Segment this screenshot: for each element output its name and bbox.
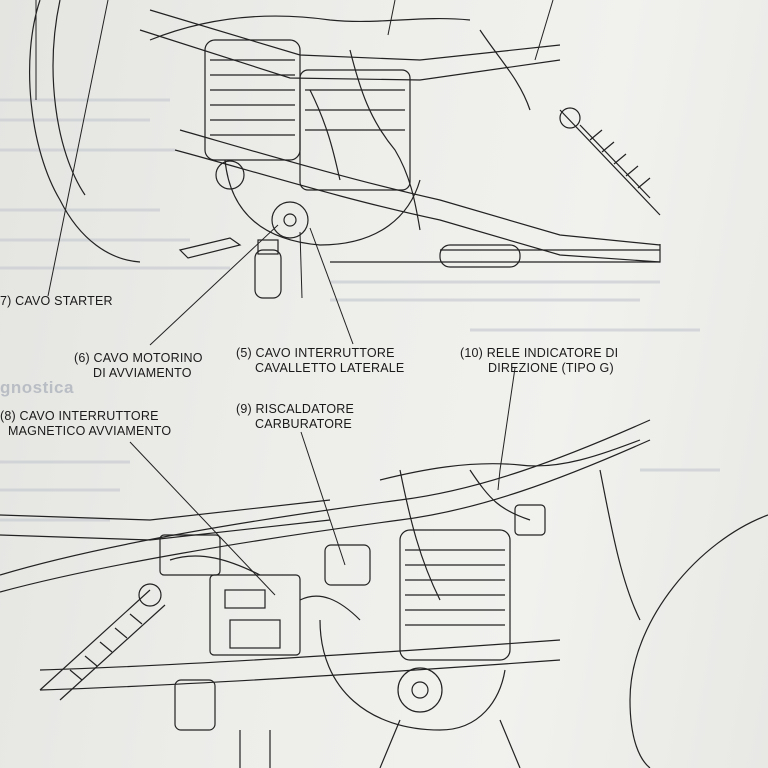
label-cavo-motorino-avviamento: (6) CAVO MOTORINO DI AVVIAMENTO (74, 351, 203, 381)
label-line: CAVALLETTO LATERALE (255, 361, 405, 375)
label-line: MAGNETICO AVVIAMENTO (8, 424, 172, 438)
label-line: (9) RISCALDATORE (236, 402, 355, 416)
label-line: CARBURATORE (255, 417, 352, 431)
top-leader-lines (35, 0, 554, 471)
label-rele-indicatore-direzione: (10) RELE INDICATORE DI DIREZIONE (TIPO … (460, 346, 618, 376)
label-line: 7) CAVO STARTER (0, 294, 113, 308)
bottom-diagram (0, 419, 768, 768)
label-line: (10) RELE INDICATORE DI (460, 346, 619, 360)
label-line: (6) CAVO MOTORINO (74, 351, 203, 365)
label-line: (5) CAVO INTERRUTTORE (236, 346, 395, 360)
bottom-leader-lines (129, 431, 501, 596)
label-riscaldatore-carburatore: (9) RISCALDATORE CARBURATORE (236, 402, 354, 432)
label-cavo-starter: 7) CAVO STARTER (0, 294, 113, 309)
label-line: DI AVVIAMENTO (93, 366, 192, 380)
label-cavo-interruttore-magnetico: (8) CAVO INTERRUTTORE MAGNETICO AVVIAMEN… (0, 409, 171, 439)
label-line: DIREZIONE (TIPO G) (488, 361, 614, 375)
top-diagram (29, 0, 661, 299)
label-line: (8) CAVO INTERRUTTORE (0, 409, 159, 423)
label-cavo-interruttore-cavalletto: (5) CAVO INTERRUTTORE CAVALLETTO LATERAL… (236, 346, 404, 376)
bleed-through-lines (0, 98, 720, 522)
bleed-through-heading: gnostica (0, 378, 74, 397)
